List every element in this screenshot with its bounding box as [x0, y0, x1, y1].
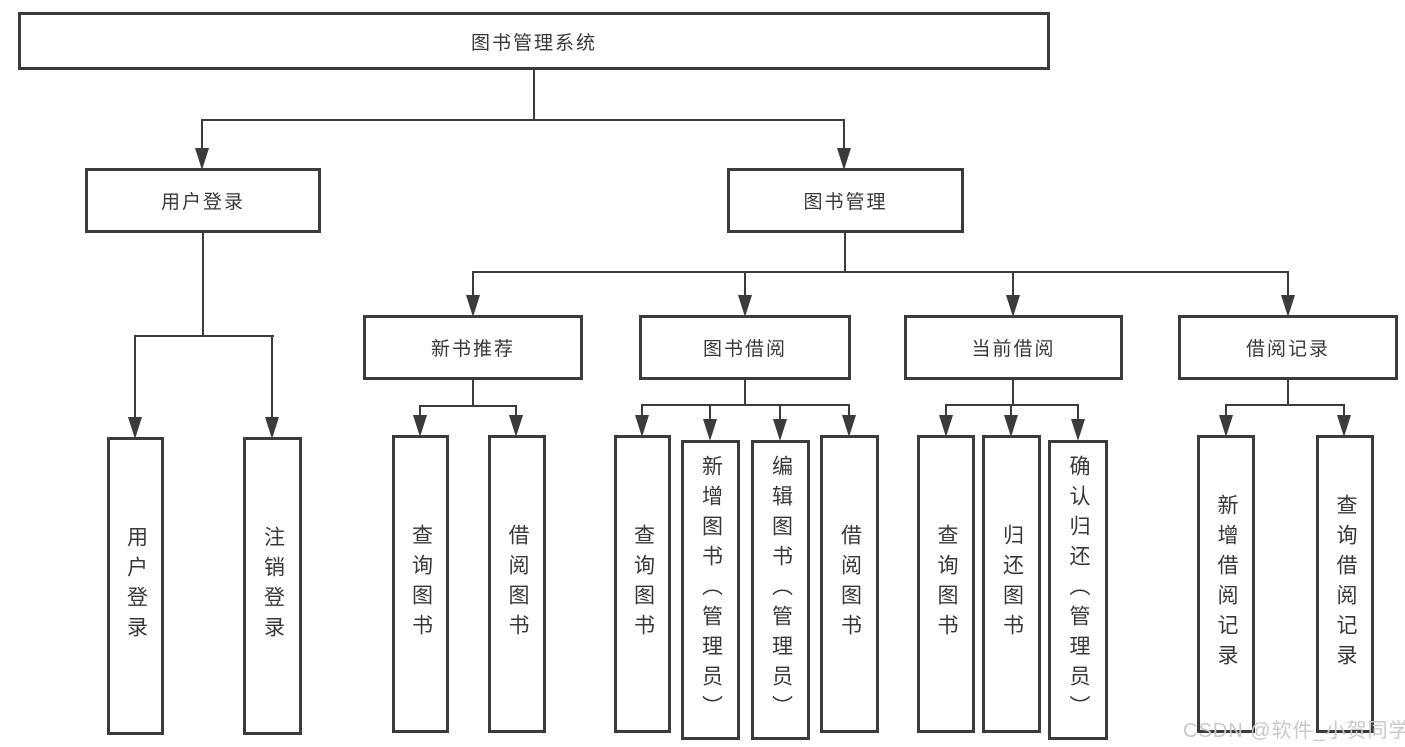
arrow-down-icon	[842, 415, 856, 437]
leaf-add-borrow-record: 新增借阅记录	[1197, 435, 1255, 733]
node-book-management: 图书管理	[727, 168, 964, 233]
arrow-down-icon	[195, 148, 209, 170]
arrow-down-icon	[1337, 415, 1351, 437]
connector-line	[843, 119, 845, 151]
node-new-book-recommend-label: 新书推荐	[430, 339, 515, 360]
leaf-logout-label: 注销登录	[261, 526, 285, 646]
leaf-return-book: 归还图书	[982, 435, 1041, 733]
leaf-user-login-label: 用户登录	[124, 526, 148, 646]
leaf-borrow-books-recommend: 借阅图书	[488, 435, 546, 733]
arrow-down-icon	[265, 417, 279, 439]
connector-line	[202, 233, 204, 337]
leaf-logout: 注销登录	[243, 437, 302, 735]
leaf-query-books-borrow-label: 查询图书	[631, 524, 655, 644]
connector-line	[1287, 271, 1289, 297]
arrow-down-icon	[466, 295, 480, 317]
arrow-down-icon	[773, 419, 787, 441]
leaf-edit-book-admin-label: 编辑图书（管理员）	[769, 455, 793, 725]
leaf-add-borrow-record-label: 新增借阅记录	[1215, 494, 1238, 674]
arrow-down-icon	[1219, 415, 1233, 437]
leaf-query-books-recommend-label: 查询图书	[409, 524, 433, 644]
arrow-down-icon	[635, 415, 649, 437]
arrow-down-icon	[128, 417, 142, 439]
connector-line	[533, 70, 535, 120]
csdn-watermark: CSDN @软件_小贺同学	[1183, 720, 1405, 742]
arrow-down-icon	[1006, 295, 1020, 317]
connector-line	[472, 380, 474, 407]
connector-line	[515, 405, 517, 419]
connector-line	[744, 380, 746, 406]
connector-line	[779, 404, 781, 422]
connector-line	[945, 404, 947, 418]
connector-line	[848, 404, 850, 418]
leaf-user-login: 用户登录	[107, 437, 164, 735]
node-user-login-label: 用户登录	[160, 192, 245, 213]
node-borrow-records: 借阅记录	[1178, 315, 1398, 380]
connector-line	[419, 405, 517, 407]
arrow-down-icon	[1071, 419, 1085, 441]
arrow-down-icon	[939, 415, 953, 437]
connector-line	[1225, 404, 1227, 418]
leaf-borrow-books-borrow: 借阅图书	[820, 435, 879, 733]
node-book-management-label: 图书管理	[803, 192, 888, 213]
leaf-confirm-return-admin-label: 确认归还（管理员）	[1067, 455, 1090, 725]
connector-line	[472, 271, 1289, 273]
node-user-login: 用户登录	[85, 168, 321, 233]
connector-line	[201, 119, 203, 151]
connector-line	[1012, 271, 1014, 297]
node-new-book-recommend: 新书推荐	[363, 315, 583, 380]
connector-line	[1343, 404, 1345, 418]
connector-line	[1077, 404, 1079, 422]
connector-line	[844, 233, 846, 273]
node-current-borrow-label: 当前借阅	[971, 339, 1056, 360]
arrow-down-icon	[413, 415, 427, 437]
connector-line	[1287, 380, 1289, 406]
connector-line	[201, 119, 845, 121]
node-library-system-label: 图书管理系统	[470, 32, 597, 54]
connector-line	[709, 404, 711, 422]
arrow-down-icon	[509, 415, 523, 437]
arrow-down-icon	[703, 419, 717, 441]
connector-line	[271, 335, 273, 419]
leaf-query-books-recommend: 查询图书	[392, 435, 449, 733]
leaf-query-books-borrow: 查询图书	[614, 435, 671, 733]
leaf-borrow-books-borrow-label: 借阅图书	[838, 524, 862, 644]
connector-line	[472, 271, 474, 297]
leaf-edit-book-admin: 编辑图书（管理员）	[751, 440, 810, 740]
arrow-down-icon	[1281, 295, 1295, 317]
leaf-query-borrow-record: 查询借阅记录	[1316, 435, 1374, 733]
node-book-borrow-label: 图书借阅	[702, 339, 787, 360]
connector-line	[134, 335, 136, 419]
node-library-system: 图书管理系统	[18, 12, 1050, 70]
connector-line	[641, 404, 643, 418]
arrow-down-icon	[738, 295, 752, 317]
leaf-query-borrow-record-label: 查询借阅记录	[1334, 494, 1357, 674]
arrow-down-icon	[1004, 415, 1018, 437]
connector-line	[641, 404, 849, 406]
arrow-down-icon	[837, 148, 851, 170]
connector-line	[744, 271, 746, 297]
node-current-borrow: 当前借阅	[904, 315, 1123, 380]
leaf-query-books-current-label: 查询图书	[935, 524, 958, 644]
leaf-return-book-label: 归还图书	[1000, 524, 1024, 644]
node-book-borrow: 图书借阅	[639, 315, 851, 380]
connector-line	[1010, 404, 1012, 418]
leaf-add-book-admin-label: 新增图书（管理员）	[699, 455, 723, 725]
connector-line	[134, 335, 274, 337]
connector-line	[1012, 380, 1014, 406]
connector-line	[1225, 404, 1345, 406]
leaf-borrow-books-recommend-label: 借阅图书	[506, 524, 529, 644]
leaf-add-book-admin: 新增图书（管理员）	[681, 440, 740, 740]
leaf-query-books-current: 查询图书	[917, 435, 975, 733]
leaf-confirm-return-admin: 确认归还（管理员）	[1048, 440, 1108, 740]
connector-line	[419, 405, 421, 419]
node-borrow-records-label: 借阅记录	[1245, 339, 1330, 360]
